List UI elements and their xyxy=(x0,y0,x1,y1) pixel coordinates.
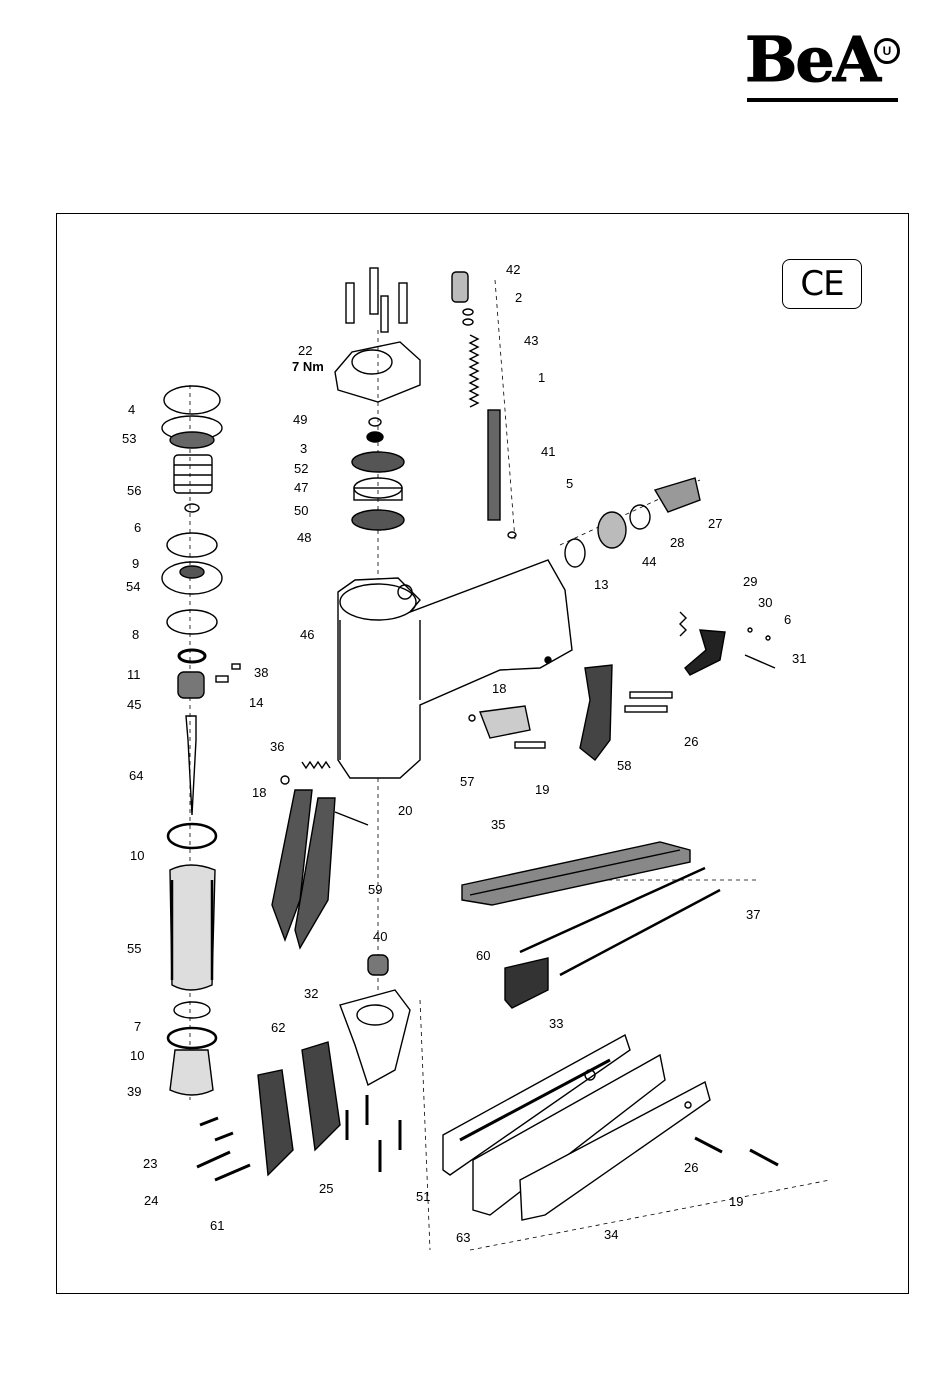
piston-parts xyxy=(162,386,240,1095)
callout-c43: 43 xyxy=(524,334,538,348)
callout-c51: 51 xyxy=(416,1190,430,1204)
air-inlet-parts xyxy=(565,478,700,567)
callout-c27: 27 xyxy=(708,517,722,531)
callout-c61: 61 xyxy=(210,1219,224,1233)
callout-c9: 9 xyxy=(132,557,139,571)
callout-c58: 58 xyxy=(617,759,631,773)
callout-c53: 53 xyxy=(122,432,136,446)
callout-c60: 60 xyxy=(476,949,490,963)
screws-23-24-25 xyxy=(197,1095,400,1180)
callout-c23: 23 xyxy=(143,1157,157,1171)
callout-c39: 39 xyxy=(127,1085,141,1099)
callout-c18b: 18 xyxy=(252,786,266,800)
callout-c1: 1 xyxy=(538,371,545,385)
callout-c3: 3 xyxy=(300,442,307,456)
callout-c5: 5 xyxy=(566,477,573,491)
callout-c54: 54 xyxy=(126,580,140,594)
callout-c41: 41 xyxy=(541,445,555,459)
callout-c47: 47 xyxy=(294,481,308,495)
callout-c31: 31 xyxy=(792,652,806,666)
callout-c10b: 10 xyxy=(130,1049,144,1063)
callout-c14: 14 xyxy=(249,696,263,710)
callout-c10a: 10 xyxy=(130,849,144,863)
callout-c26a: 26 xyxy=(684,735,698,749)
callout-c34: 34 xyxy=(604,1228,618,1242)
callout-c40: 40 xyxy=(373,930,387,944)
callout-c29: 29 xyxy=(743,575,757,589)
callout-c7: 7 xyxy=(134,1020,141,1034)
callout-c19a: 19 xyxy=(535,783,549,797)
callout-c32: 32 xyxy=(304,987,318,1001)
callout-c62: 62 xyxy=(271,1021,285,1035)
callout-c56: 56 xyxy=(127,484,141,498)
callout-c2: 2 xyxy=(515,291,522,305)
callout-c38: 38 xyxy=(254,666,268,680)
callout-c33: 33 xyxy=(549,1017,563,1031)
callout-c63: 63 xyxy=(456,1231,470,1245)
callout-c8: 8 xyxy=(132,628,139,642)
callout-c36: 36 xyxy=(270,740,284,754)
trigger-valve xyxy=(452,272,516,538)
callout-c4: 4 xyxy=(128,403,135,417)
callout-c64: 64 xyxy=(129,769,143,783)
callout-c6a: 6 xyxy=(134,521,141,535)
torque-note: 7 Nm xyxy=(292,359,324,374)
callout-c37: 37 xyxy=(746,908,760,922)
callout-c59: 59 xyxy=(368,883,382,897)
callout-c18a: 18 xyxy=(492,682,506,696)
bracket-57 xyxy=(469,706,545,748)
callout-c57: 57 xyxy=(460,775,474,789)
contact-arm-59 xyxy=(272,762,368,948)
screws-22 xyxy=(346,268,407,332)
callout-c25: 25 xyxy=(319,1182,333,1196)
callout-c28: 28 xyxy=(670,536,684,550)
callout-c48: 48 xyxy=(297,531,311,545)
callout-c19b: 19 xyxy=(729,1195,743,1209)
callout-c26b: 26 xyxy=(684,1161,698,1175)
callout-c20: 20 xyxy=(398,804,412,818)
callout-c50: 50 xyxy=(294,504,308,518)
callout-c13: 13 xyxy=(594,578,608,592)
callout-c24: 24 xyxy=(144,1194,158,1208)
callout-c6b: 6 xyxy=(784,613,791,627)
nose-32 xyxy=(340,955,410,1085)
callout-c55: 55 xyxy=(127,942,141,956)
magazine-35 xyxy=(462,842,690,905)
cylinder-cap-49 xyxy=(335,342,420,402)
bracket-58 xyxy=(580,665,672,760)
callout-c11: 11 xyxy=(127,668,141,682)
plates-61-62 xyxy=(258,1042,340,1175)
callout-c45: 45 xyxy=(127,698,141,712)
pusher-60 xyxy=(505,958,548,1008)
callout-c22: 22 xyxy=(298,344,312,358)
callout-c44: 44 xyxy=(642,555,656,569)
screws-26-19 xyxy=(695,1138,778,1165)
callout-c30: 30 xyxy=(758,596,772,610)
callout-c46: 46 xyxy=(300,628,314,642)
trigger-parts xyxy=(680,612,775,675)
callout-c49: 49 xyxy=(293,413,307,427)
tool-housing-46 xyxy=(338,560,572,778)
callout-c52: 52 xyxy=(294,462,308,476)
callout-c35: 35 xyxy=(491,818,505,832)
callout-c42: 42 xyxy=(506,263,520,277)
magazine-rails xyxy=(443,1035,710,1220)
